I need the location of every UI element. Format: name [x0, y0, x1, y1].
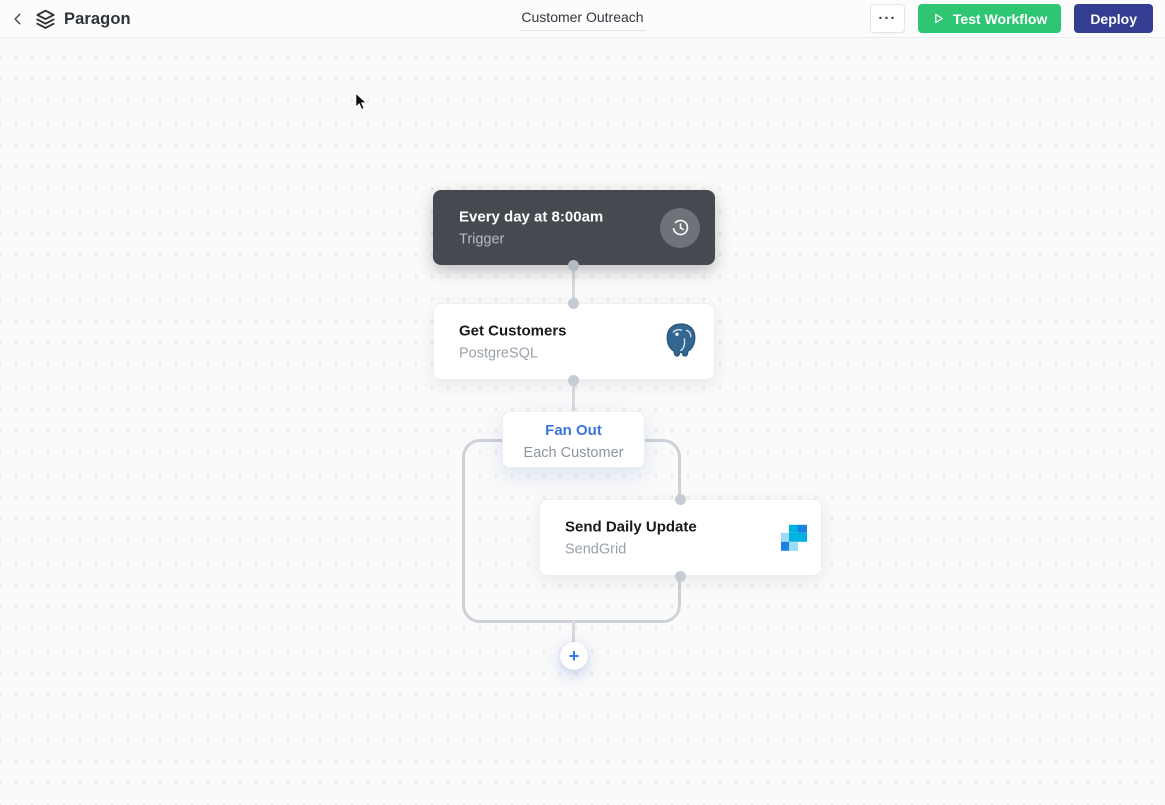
connector-loop-to-add — [572, 621, 575, 643]
connector-dot-trigger-bottom[interactable] — [568, 260, 579, 271]
connector-dot-step1-bottom[interactable] — [568, 375, 579, 386]
deploy-button[interactable]: Deploy — [1074, 4, 1153, 33]
header-actions: ··· Test Workflow Deploy — [869, 4, 1153, 33]
step-subtitle: PostgreSQL — [459, 345, 538, 361]
clock-icon — [672, 219, 688, 236]
play-icon — [935, 13, 943, 24]
add-step-button[interactable]: + — [560, 642, 588, 670]
header-left-group: Paragon — [8, 0, 131, 38]
trigger-node-text: Every day at 8:00am Trigger — [459, 208, 603, 247]
get-customers-text: Get Customers PostgreSQL — [459, 322, 567, 361]
step-node-send-daily-update[interactable]: Send Daily Update SendGrid — [539, 499, 822, 576]
postgresql-icon — [662, 320, 700, 363]
brand-name: Paragon — [64, 9, 131, 28]
trigger-node[interactable]: Every day at 8:00am Trigger — [433, 190, 715, 265]
deploy-label: Deploy — [1090, 10, 1137, 27]
trigger-title: Every day at 8:00am — [459, 208, 604, 225]
paragon-layers-icon — [36, 9, 55, 29]
trigger-subtitle: Trigger — [459, 231, 505, 247]
step-title: Send Daily Update — [565, 518, 697, 535]
connector-trigger-to-step — [572, 266, 575, 304]
back-button[interactable] — [8, 5, 28, 33]
test-workflow-label: Test Workflow — [952, 10, 1048, 27]
more-options-button[interactable]: ··· — [869, 4, 905, 33]
title-container: Customer Outreach — [0, 0, 1165, 38]
sendgrid-icon — [780, 524, 807, 551]
connector-dot-send-top[interactable] — [675, 494, 686, 505]
connector-step-to-fanout — [572, 380, 575, 413]
chevron-left-icon — [14, 13, 21, 25]
fanout-node[interactable]: Fan Out Each Customer — [502, 411, 645, 468]
fanout-subtitle: Each Customer — [523, 445, 624, 461]
plus-icon: + — [568, 646, 580, 666]
workflow-title[interactable]: Customer Outreach — [519, 7, 646, 31]
send-daily-update-text: Send Daily Update SendGrid — [565, 518, 697, 557]
step-node-get-customers[interactable]: Get Customers PostgreSQL — [433, 303, 715, 380]
fanout-title: Fan Out — [545, 422, 602, 439]
top-bar: Paragon Customer Outreach ··· Test Workf… — [0, 0, 1165, 38]
step-title: Get Customers — [459, 322, 567, 339]
brand-logo-group[interactable]: Paragon — [34, 8, 131, 31]
workflow-canvas[interactable]: Every day at 8:00am Trigger Get Customer… — [0, 38, 1165, 805]
connector-dot-send-bottom[interactable] — [675, 571, 686, 582]
test-workflow-button[interactable]: Test Workflow — [917, 4, 1062, 33]
trigger-schedule-button[interactable] — [660, 207, 700, 248]
mouse-cursor — [352, 91, 370, 117]
step-subtitle: SendGrid — [565, 541, 627, 557]
connector-dot-step1-top[interactable] — [568, 298, 579, 309]
